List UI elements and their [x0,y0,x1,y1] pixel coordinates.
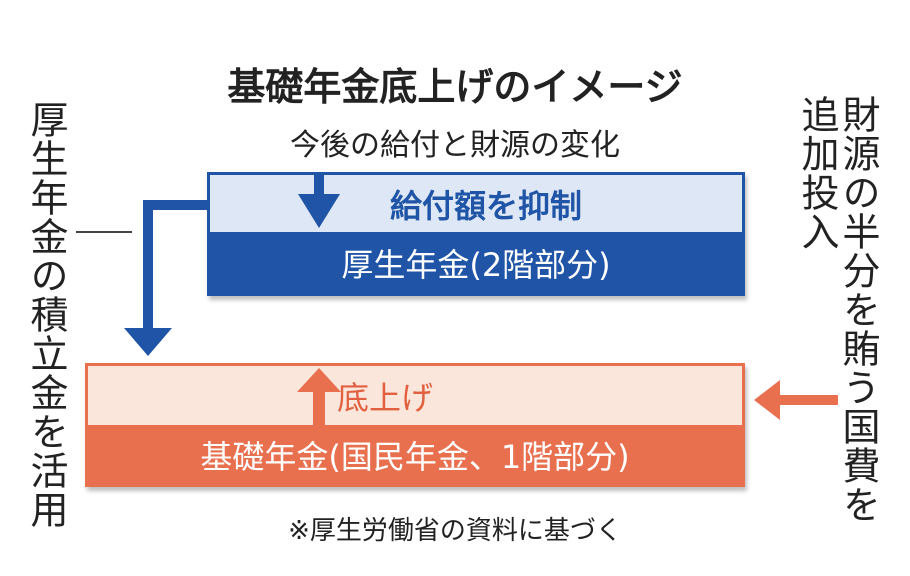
employee-pension-box: 給付額を抑制 厚生年金(2階部分) [207,172,745,296]
benefit-suppression: 給付額を抑制 [210,175,742,232]
down-arrow-icon [314,174,324,196]
employee-pension-label: 厚生年金(2階部分) [210,232,742,293]
basic-pension-box: 底上げ 基礎年金(国民年金、1階部分) [85,363,745,487]
right-label-1: 財源の半分を賄う国費を [836,95,880,524]
diagram-subtitle: 今後の給付と財源の変化 [290,128,620,163]
transfer-arrow-icon [143,200,207,330]
diagram-title: 基礎年金底上げのイメージ [227,65,683,109]
source-note: ※厚生労働省の資料に基づく [288,516,622,546]
up-arrowhead-icon [297,368,341,392]
raise-label: 底上げ [88,366,742,425]
up-arrow-icon [313,390,325,426]
down-arrowhead-icon [298,194,340,228]
right-label-2: 追加投入 [795,95,839,251]
left-label: 厚生年金の積立金を活用 [24,100,68,529]
basic-pension-label: 基礎年金(国民年金、1階部分) [88,425,742,484]
left-arrowhead-icon [754,380,780,420]
transfer-arrowhead-icon [124,328,172,356]
